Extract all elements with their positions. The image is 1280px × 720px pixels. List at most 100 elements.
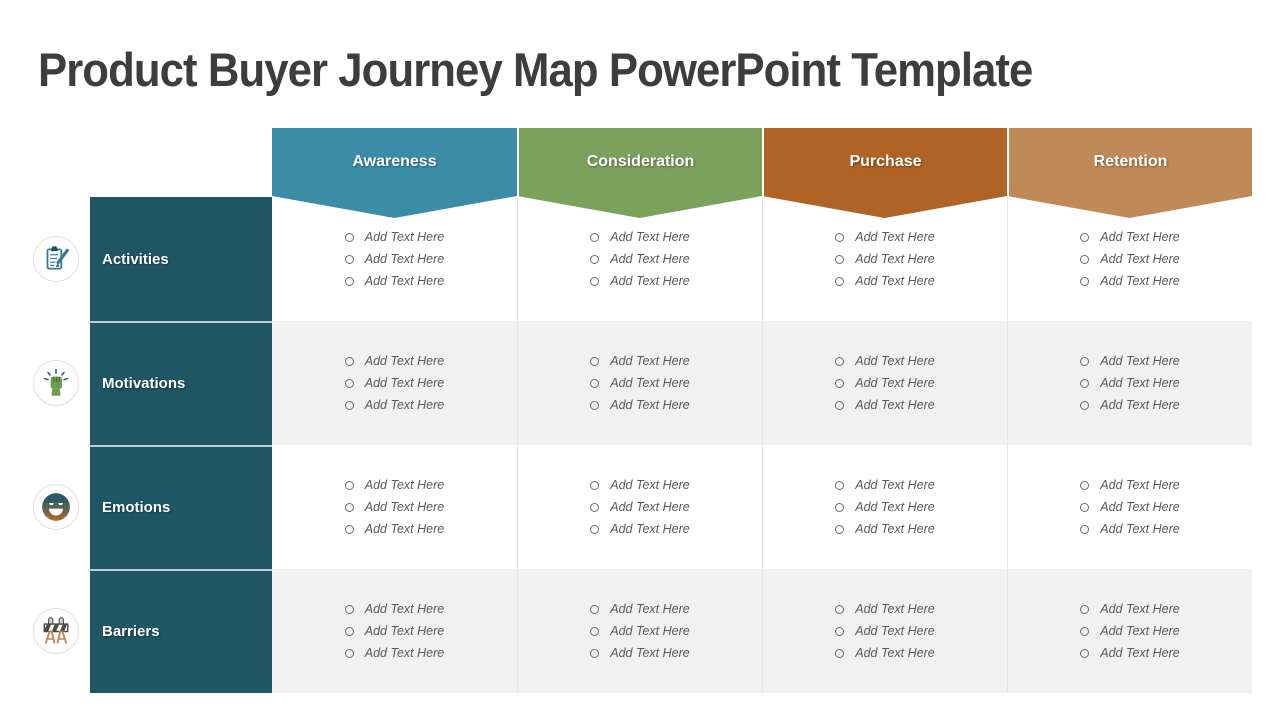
placeholder-item[interactable]: Add Text Here	[344, 598, 445, 620]
placeholder-item[interactable]: Add Text Here	[1080, 350, 1180, 372]
placeholder-text[interactable]: Add Text Here	[364, 230, 445, 244]
placeholder-item[interactable]: Add Text Here	[1080, 372, 1180, 394]
placeholder-item[interactable]: Add Text Here	[344, 642, 445, 664]
placeholder-text[interactable]: Add Text Here	[610, 230, 690, 244]
placeholder-item[interactable]: Add Text Here	[1080, 270, 1180, 292]
placeholder-item[interactable]: Add Text Here	[590, 598, 690, 620]
placeholder-text[interactable]: Add Text Here	[1100, 624, 1180, 638]
placeholder-item[interactable]: Add Text Here	[590, 226, 690, 248]
placeholder-text[interactable]: Add Text Here	[610, 624, 690, 638]
placeholder-text[interactable]: Add Text Here	[364, 376, 445, 390]
placeholder-item[interactable]: Add Text Here	[835, 496, 935, 518]
placeholder-text[interactable]: Add Text Here	[855, 500, 935, 514]
placeholder-item[interactable]: Add Text Here	[835, 642, 935, 664]
placeholder-text[interactable]: Add Text Here	[1100, 522, 1180, 536]
placeholder-item[interactable]: Add Text Here	[1080, 620, 1180, 642]
placeholder-text[interactable]: Add Text Here	[855, 522, 935, 536]
placeholder-text[interactable]: Add Text Here	[1100, 274, 1180, 288]
placeholder-item[interactable]: Add Text Here	[590, 642, 690, 664]
placeholder-item[interactable]: Add Text Here	[590, 394, 690, 416]
placeholder-text[interactable]: Add Text Here	[610, 522, 690, 536]
placeholder-text[interactable]: Add Text Here	[364, 602, 445, 616]
placeholder-item[interactable]: Add Text Here	[835, 474, 935, 496]
placeholder-text[interactable]: Add Text Here	[855, 252, 935, 266]
placeholder-item[interactable]: Add Text Here	[835, 350, 935, 372]
placeholder-text[interactable]: Add Text Here	[610, 376, 690, 390]
placeholder-text[interactable]: Add Text Here	[1100, 500, 1180, 514]
placeholder-item[interactable]: Add Text Here	[590, 474, 690, 496]
placeholder-item[interactable]: Add Text Here	[1080, 642, 1180, 664]
placeholder-text[interactable]: Add Text Here	[610, 354, 690, 368]
placeholder-item[interactable]: Add Text Here	[344, 518, 445, 540]
placeholder-text[interactable]: Add Text Here	[364, 522, 445, 536]
placeholder-item[interactable]: Add Text Here	[590, 620, 690, 642]
placeholder-text[interactable]: Add Text Here	[855, 478, 935, 492]
placeholder-text[interactable]: Add Text Here	[855, 398, 935, 412]
placeholder-item[interactable]: Add Text Here	[835, 248, 935, 270]
placeholder-text[interactable]: Add Text Here	[364, 646, 445, 660]
placeholder-text[interactable]: Add Text Here	[855, 376, 935, 390]
placeholder-text[interactable]: Add Text Here	[610, 274, 690, 288]
placeholder-item[interactable]: Add Text Here	[344, 620, 445, 642]
placeholder-item[interactable]: Add Text Here	[1080, 248, 1180, 270]
placeholder-item[interactable]: Add Text Here	[590, 518, 690, 540]
placeholder-item[interactable]: Add Text Here	[344, 226, 445, 248]
placeholder-text[interactable]: Add Text Here	[1100, 252, 1180, 266]
placeholder-item[interactable]: Add Text Here	[590, 270, 690, 292]
placeholder-text[interactable]: Add Text Here	[364, 354, 445, 368]
placeholder-text[interactable]: Add Text Here	[610, 500, 690, 514]
placeholder-item[interactable]: Add Text Here	[344, 248, 445, 270]
placeholder-text[interactable]: Add Text Here	[610, 646, 690, 660]
placeholder-item[interactable]: Add Text Here	[1080, 394, 1180, 416]
placeholder-text[interactable]: Add Text Here	[610, 252, 690, 266]
placeholder-item[interactable]: Add Text Here	[1080, 474, 1180, 496]
placeholder-item[interactable]: Add Text Here	[344, 350, 445, 372]
placeholder-text[interactable]: Add Text Here	[1100, 398, 1180, 412]
placeholder-item[interactable]: Add Text Here	[835, 620, 935, 642]
placeholder-item[interactable]: Add Text Here	[590, 350, 690, 372]
placeholder-text[interactable]: Add Text Here	[610, 478, 690, 492]
placeholder-text[interactable]: Add Text Here	[610, 602, 690, 616]
placeholder-item[interactable]: Add Text Here	[835, 598, 935, 620]
placeholder-item[interactable]: Add Text Here	[590, 248, 690, 270]
placeholder-item[interactable]: Add Text Here	[835, 518, 935, 540]
placeholder-text[interactable]: Add Text Here	[364, 624, 445, 638]
placeholder-item[interactable]: Add Text Here	[344, 474, 445, 496]
placeholder-item[interactable]: Add Text Here	[1080, 518, 1180, 540]
placeholder-text[interactable]: Add Text Here	[364, 252, 445, 266]
placeholder-text[interactable]: Add Text Here	[364, 500, 445, 514]
placeholder-item[interactable]: Add Text Here	[1080, 496, 1180, 518]
placeholder-text[interactable]: Add Text Here	[1100, 478, 1180, 492]
placeholder-item[interactable]: Add Text Here	[344, 372, 445, 394]
placeholder-item[interactable]: Add Text Here	[835, 226, 935, 248]
placeholder-item[interactable]: Add Text Here	[344, 496, 445, 518]
placeholder-item[interactable]: Add Text Here	[344, 394, 445, 416]
placeholder-text[interactable]: Add Text Here	[364, 398, 445, 412]
circle-bullet-icon	[835, 480, 845, 490]
placeholder-item[interactable]: Add Text Here	[835, 394, 935, 416]
placeholder-text[interactable]: Add Text Here	[1100, 646, 1180, 660]
placeholder-item[interactable]: Add Text Here	[1080, 226, 1180, 248]
circle-bullet-icon	[1080, 276, 1090, 286]
placeholder-item[interactable]: Add Text Here	[835, 270, 935, 292]
placeholder-text[interactable]: Add Text Here	[1100, 376, 1180, 390]
placeholder-text[interactable]: Add Text Here	[1100, 354, 1180, 368]
placeholder-text[interactable]: Add Text Here	[855, 354, 935, 368]
placeholder-item[interactable]: Add Text Here	[590, 372, 690, 394]
placeholder-text[interactable]: Add Text Here	[610, 398, 690, 412]
placeholder-text[interactable]: Add Text Here	[1100, 230, 1180, 244]
placeholder-item[interactable]: Add Text Here	[590, 496, 690, 518]
placeholder-text[interactable]: Add Text Here	[855, 230, 935, 244]
placeholder-item[interactable]: Add Text Here	[835, 372, 935, 394]
placeholder-text[interactable]: Add Text Here	[1100, 602, 1180, 616]
placeholder-text[interactable]: Add Text Here	[855, 624, 935, 638]
placeholder-text[interactable]: Add Text Here	[855, 274, 935, 288]
placeholder-text[interactable]: Add Text Here	[364, 274, 445, 288]
placeholder-item[interactable]: Add Text Here	[344, 270, 445, 292]
placeholder-text[interactable]: Add Text Here	[364, 478, 445, 492]
placeholder-text[interactable]: Add Text Here	[855, 646, 935, 660]
placeholder-text[interactable]: Add Text Here	[855, 602, 935, 616]
placeholder-item[interactable]: Add Text Here	[1080, 598, 1180, 620]
